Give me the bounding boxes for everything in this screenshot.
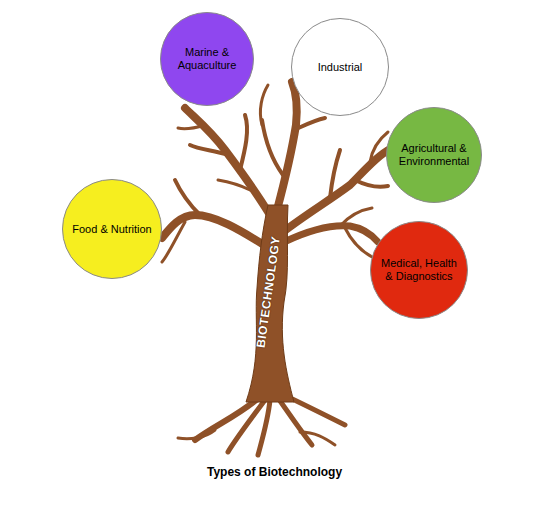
branch bbox=[185, 108, 270, 215]
twig bbox=[355, 180, 388, 187]
category-circle: Marine & Aquaculture bbox=[160, 12, 254, 106]
diagram-caption: Types of Biotechnology bbox=[0, 465, 549, 479]
circle-outline bbox=[161, 13, 254, 106]
twig bbox=[175, 180, 200, 215]
category-label: Industrial bbox=[299, 18, 381, 116]
circle-outline bbox=[371, 222, 468, 319]
twig bbox=[218, 180, 250, 190]
category-label: Agricultural & Environmental bbox=[394, 107, 474, 203]
twig bbox=[240, 115, 247, 170]
category-label: Medical, Health & Diagnostics bbox=[378, 221, 460, 319]
category-circle: Food & Nutrition bbox=[62, 179, 162, 279]
branch bbox=[283, 148, 392, 232]
root bbox=[258, 400, 270, 455]
category-label: Marine & Aquaculture bbox=[168, 12, 246, 106]
category-circle: Agricultural & Environmental bbox=[386, 107, 482, 203]
root bbox=[178, 430, 215, 439]
branch bbox=[284, 226, 378, 242]
branch bbox=[277, 82, 297, 210]
twig bbox=[178, 125, 205, 129]
twig bbox=[294, 118, 325, 130]
circle-outline bbox=[292, 19, 389, 116]
circle-outline bbox=[387, 108, 482, 203]
twig bbox=[370, 132, 388, 162]
twig bbox=[162, 222, 185, 262]
category-circle: Industrial bbox=[291, 18, 389, 116]
twig bbox=[262, 120, 283, 175]
tree-trunk bbox=[246, 205, 294, 402]
twig bbox=[345, 228, 374, 258]
branch bbox=[162, 215, 264, 245]
twig bbox=[190, 145, 228, 155]
category-circle: Medical, Health & Diagnostics bbox=[370, 221, 468, 319]
twig bbox=[260, 85, 268, 125]
tree-branches bbox=[162, 82, 392, 455]
category-label: Food & Nutrition bbox=[70, 179, 154, 279]
twig bbox=[340, 208, 372, 226]
twig bbox=[330, 150, 340, 198]
root bbox=[300, 432, 335, 445]
circle-outline bbox=[63, 180, 162, 279]
